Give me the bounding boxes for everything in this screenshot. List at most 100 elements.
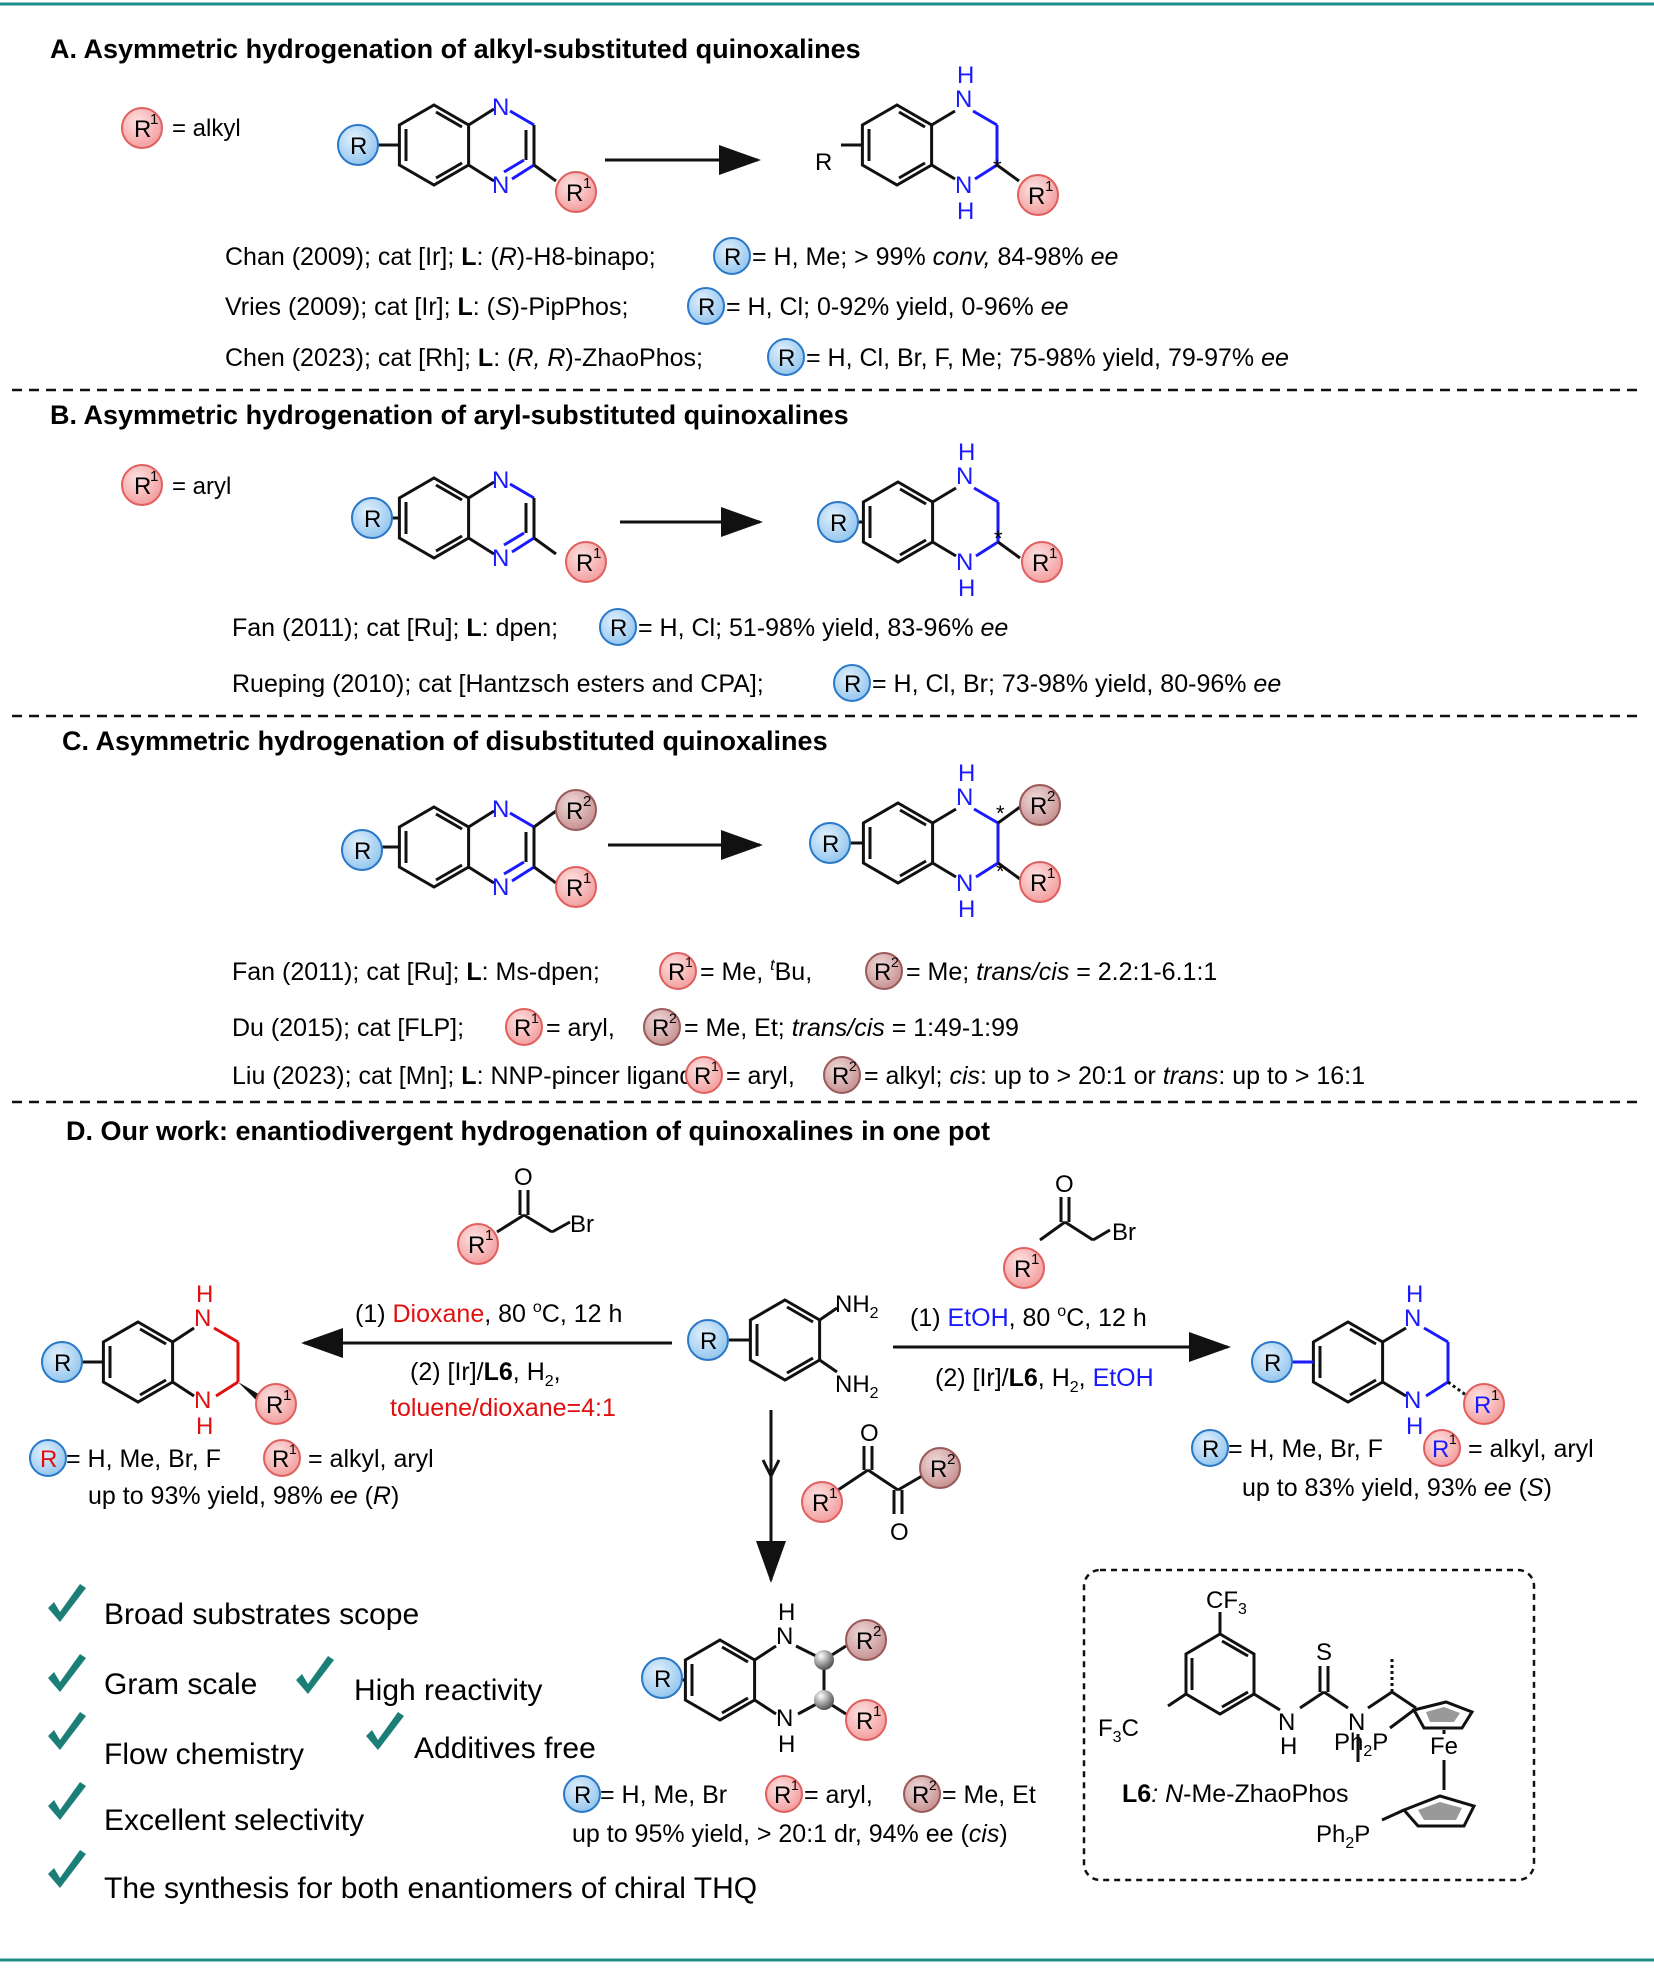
svg-text:R: R	[610, 615, 627, 642]
svg-text:R: R	[514, 1015, 531, 1042]
svg-text:Chan (2009); cat [Ir]; L: (R)-: Chan (2009); cat [Ir]; L: (R)-H8-binapo;	[225, 243, 656, 271]
svg-text:R: R	[566, 875, 583, 902]
svg-text:1: 1	[1049, 545, 1057, 562]
svg-text:R: R	[1028, 183, 1045, 210]
reference-line: Vries (2009); cat [Ir]; L: (S)-PipPhos; …	[225, 287, 1069, 325]
feature-list: Broad substrates scope Gram scale High r…	[48, 1584, 757, 1905]
feature-item: Gram scale	[104, 1668, 257, 1701]
r-thq-product: N H N H	[82, 1281, 262, 1440]
feature-item: The synthesis for both enantiomers of ch…	[104, 1872, 757, 1905]
r-badge: R	[817, 501, 859, 543]
svg-text:O: O	[514, 1164, 533, 1191]
svg-text:R: R	[930, 1456, 947, 1483]
svg-text:N: N	[194, 1305, 211, 1332]
svg-text:= alkyl, aryl: = alkyl, aryl	[1468, 1435, 1594, 1463]
svg-text:R: R	[566, 180, 583, 207]
svg-text:N: N	[492, 874, 509, 901]
svg-text:R: R	[134, 473, 151, 500]
svg-text:H: H	[196, 1413, 213, 1440]
quinoxaline-structure: N N	[376, 94, 557, 199]
svg-text:R: R	[134, 116, 151, 143]
r-badge: R	[351, 497, 393, 539]
svg-text:R: R	[272, 1446, 289, 1473]
r-badge: R	[687, 1319, 729, 1361]
right-condition-2: (2) [Ir]/L6, H2, EtOH	[935, 1364, 1154, 1396]
svg-text:R: R	[778, 345, 795, 372]
svg-text:1: 1	[531, 1010, 539, 1026]
r-badge: R	[41, 1341, 83, 1383]
svg-text:2: 2	[849, 1058, 857, 1074]
svg-text:1: 1	[1449, 1431, 1457, 1447]
svg-text:N: N	[776, 1623, 793, 1650]
svg-text:R: R	[774, 1782, 791, 1809]
svg-text:= Me, tBu,: = Me, tBu,	[700, 957, 812, 986]
svg-text:= H, Me; > 99% conv, 84-98% ee: = H, Me; > 99% conv, 84-98% ee	[752, 243, 1118, 271]
svg-text:= H, Me, Br, F: = H, Me, Br, F	[66, 1445, 221, 1473]
disubstituted-thq-product: N H N H	[664, 1599, 847, 1758]
svg-text:N: N	[492, 796, 509, 823]
svg-text:Fe: Fe	[1430, 1733, 1458, 1760]
svg-text:O: O	[890, 1519, 909, 1546]
svg-text:N: N	[955, 172, 972, 199]
diamine-structure: NH2 NH2	[729, 1291, 879, 1402]
left-condition-1: (1) Dioxane, 80 oC, 12 h	[355, 1299, 622, 1328]
svg-text:H: H	[778, 1599, 795, 1626]
reference-line: Fan (2011); cat [Ru]; L: dpen; R = H, Cl…	[232, 608, 1008, 646]
svg-text:Ph2P: Ph2P	[1334, 1729, 1388, 1760]
svg-text:R: R	[468, 1232, 485, 1259]
svg-text:2: 2	[891, 954, 899, 970]
reference-line: Chen (2023); cat [Rh]; L: (R, R)-ZhaoPho…	[225, 338, 1289, 376]
svg-text:= alkyl; cis: up to > 20:1 or: = alkyl; cis: up to > 20:1 or trans: up …	[864, 1062, 1365, 1090]
svg-text:R: R	[350, 133, 367, 160]
svg-text:1: 1	[873, 1703, 881, 1720]
check-icon	[48, 1782, 86, 1820]
svg-text:N: N	[492, 545, 509, 572]
svg-text:N: N	[492, 467, 509, 494]
svg-text:= H, Cl, Br, F, Me; 75-98% yie: = H, Cl, Br, F, Me; 75-98% yield, 79-97%…	[806, 344, 1289, 372]
reference-line: Rueping (2010); cat [Hantzsch esters and…	[232, 664, 1281, 702]
svg-text:*: *	[994, 526, 1003, 551]
svg-text:2: 2	[873, 1623, 881, 1640]
left-condition-2: (2) [Ir]/L6, H2,	[410, 1358, 561, 1390]
check-icon	[48, 1584, 86, 1622]
right-condition-1: (1) EtOH, 80 oC, 12 h	[910, 1303, 1147, 1332]
svg-text:Br: Br	[570, 1211, 594, 1238]
svg-text:R: R	[832, 1063, 849, 1090]
ligand-name: L6: N-Me-ZhaoPhos	[1122, 1780, 1349, 1808]
svg-text:N: N	[492, 94, 509, 121]
svg-text:Vries (2009); cat [Ir]; L: (S): Vries (2009); cat [Ir]; L: (S)-PipPhos;	[225, 293, 628, 321]
svg-text:R: R	[694, 1063, 711, 1090]
svg-text:N: N	[956, 784, 973, 811]
svg-text:N: N	[1404, 1305, 1421, 1332]
svg-text:up to 93% yield, 98% ee (R): up to 93% yield, 98% ee (R)	[88, 1482, 399, 1510]
svg-text:2: 2	[669, 1010, 677, 1026]
svg-text:1: 1	[1047, 865, 1055, 882]
svg-text:= H, Me, Br: = H, Me, Br	[600, 1781, 727, 1809]
svg-text:R: R	[856, 1628, 873, 1655]
svg-text:R: R	[856, 1708, 873, 1735]
svg-text:R: R	[1014, 1256, 1031, 1283]
svg-text:*: *	[996, 801, 1005, 826]
svg-text:1: 1	[791, 1777, 799, 1793]
svg-text:1: 1	[1045, 178, 1053, 195]
r1-definition: = alkyl	[172, 115, 241, 142]
svg-text:R: R	[574, 1782, 591, 1809]
svg-text:H: H	[957, 198, 974, 225]
svg-text:= Me, Et; trans/cis = 1:49-1:9: = Me, Et; trans/cis = 1:49-1:99	[684, 1014, 1019, 1042]
svg-text:Rueping (2010); cat [Hantzsch: Rueping (2010); cat [Hantzsch esters and…	[232, 670, 764, 698]
svg-text:2: 2	[947, 1451, 955, 1468]
svg-text:R: R	[54, 1350, 71, 1377]
svg-text:1: 1	[485, 1227, 493, 1244]
left-condition-3: toluene/dioxane=4:1	[390, 1394, 616, 1422]
ligand-box	[1082, 1568, 1536, 1882]
svg-text:1: 1	[829, 1485, 837, 1502]
svg-text:H: H	[778, 1731, 795, 1758]
